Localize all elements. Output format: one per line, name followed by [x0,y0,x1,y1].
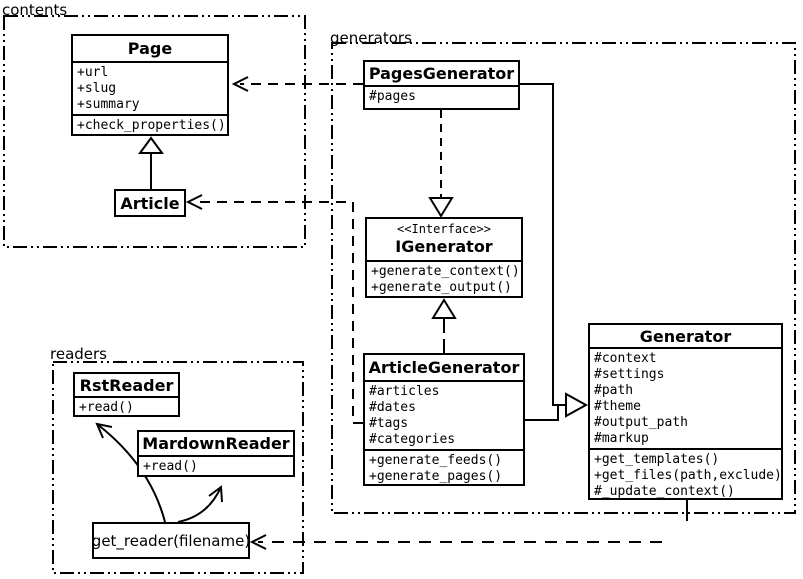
class-articlegenerator-title: ArticleGenerator [368,358,520,377]
class-rstreader-title: RstReader [79,375,174,395]
package-generators-border [331,42,796,514]
method: #_update_context() [594,484,735,499]
box-get-reader: get_reader(filename) [92,522,250,559]
class-generator: Generator #context #settings #path #them… [588,323,783,500]
package-readers-label: readers [50,345,107,363]
attribute: #settings [594,367,665,382]
attribute: #context [594,351,657,366]
class-page-title: Page [127,39,173,58]
arrow-getreader-to-mardownreader [177,485,223,523]
arrow-pagesgenerator-implements-igenerator [428,110,454,218]
class-pagesgenerator: PagesGenerator #pages [363,60,520,110]
class-page-methods: +check_properties() [73,114,227,134]
class-generator-title: Generator [639,326,732,346]
method: +check_properties() [77,118,226,133]
package-generators-label: generators [330,29,412,47]
attribute: +slug [77,81,117,96]
class-articlegenerator: ArticleGenerator #articles #dates #tags … [363,353,525,486]
attribute: #output_path [594,415,688,430]
method: +read() [79,400,134,415]
attribute: #dates [369,400,416,415]
class-igenerator-header: <<Interface>> IGenerator [367,219,521,260]
class-mardownreader: MardownReader +read() [137,430,295,477]
class-pagesgenerator-attributes: #pages [365,85,518,108]
class-pagesgenerator-title: PagesGenerator [368,64,515,83]
method: +get_templates() [594,452,720,467]
method: +generate_pages() [369,469,503,484]
attribute: +summary [77,97,140,112]
arrow-pagesgenerator-depends-page [231,76,363,92]
box-get-reader-label: get_reader(filename) [92,531,250,550]
class-igenerator-title: IGenerator [395,237,493,256]
class-generator-attributes: #context #settings #path #theme #output_… [590,347,781,448]
method: +read() [143,459,198,474]
class-generator-methods: +get_templates() +get_files(path,exclude… [590,448,782,499]
package-readers-border [52,361,304,574]
method: +get_files(path,exclude) [594,468,782,483]
class-rstreader: RstReader +read() [73,372,180,417]
attribute: #pages [369,89,416,104]
arrow-articlegenerator-implements-igenerator [431,298,457,353]
class-rstreader-methods: +read() [75,396,178,415]
attribute: +url [77,65,109,80]
class-article: Article [114,189,186,217]
class-page: Page +url +slug +summary +check_properti… [71,34,229,136]
class-igenerator-methods: +generate_context() +generate_output() [367,260,521,296]
class-mardownreader-title: MardownReader [142,434,290,453]
class-mardownreader-methods: +read() [139,455,293,475]
class-igenerator-stereotype: <<Interface>> [397,222,491,236]
class-articlegenerator-methods: +generate_feeds() +generate_pages() [365,449,523,484]
class-article-title: Article [120,193,180,213]
arrow-generator-depends-getreader [249,500,688,550]
package-contents-border [3,15,306,248]
class-page-attributes: +url +slug +summary [73,61,227,114]
arrow-articlegenerator-depends-article [185,194,363,424]
attribute: #theme [594,399,641,414]
package-contents-label: contents [2,1,68,19]
attribute: #tags [369,416,409,431]
attribute: #categories [369,432,456,447]
class-articlegenerator-attributes: #articles #dates #tags #categories [365,380,523,449]
arrow-article-extends-page [138,136,164,189]
method: +generate_context() [371,264,520,279]
attribute: #markup [594,431,649,446]
class-igenerator: <<Interface>> IGenerator +generate_conte… [365,217,523,298]
method: +generate_output() [371,280,512,295]
method: +generate_feeds() [369,453,503,468]
arrow-generators-extend-generator [520,83,589,421]
attribute: #path [594,383,634,398]
attribute: #articles [369,384,440,399]
